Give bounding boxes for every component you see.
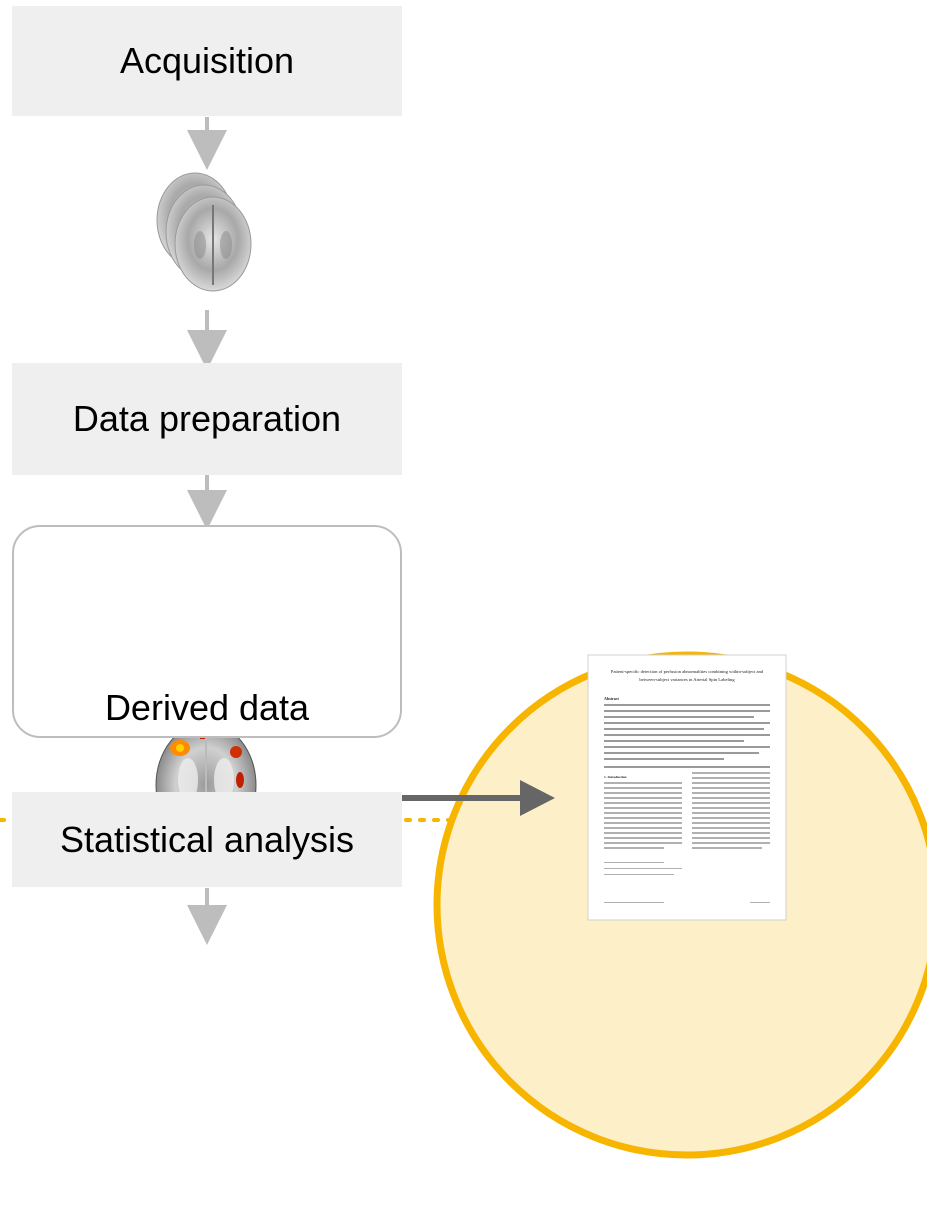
step-statistical-analysis-label: Statistical analysis [59, 818, 355, 860]
paper-abstract-heading: Abstract [604, 696, 620, 701]
step-data-preparation: Data preparation [12, 363, 402, 475]
step-acquisition-label: Acquisition [119, 40, 295, 81]
step-data-preparation-label: Data preparation [72, 398, 342, 439]
step-statistical-analysis: Statistical analysis [12, 792, 402, 887]
paper-document-icon [587, 654, 787, 921]
step-derived-data-label: Derived data [104, 687, 310, 728]
step-derived-data: Derived data [12, 525, 402, 738]
brain-scan-stack-icon [156, 172, 252, 292]
paper-title-line2: between-subject variances in Arterial Sp… [639, 677, 735, 682]
step-acquisition: Acquisition [12, 6, 402, 116]
paper-title-line1: Patient-specific detection of perfusion … [611, 669, 764, 674]
paper-section-heading: 1. Introduction [604, 775, 627, 779]
